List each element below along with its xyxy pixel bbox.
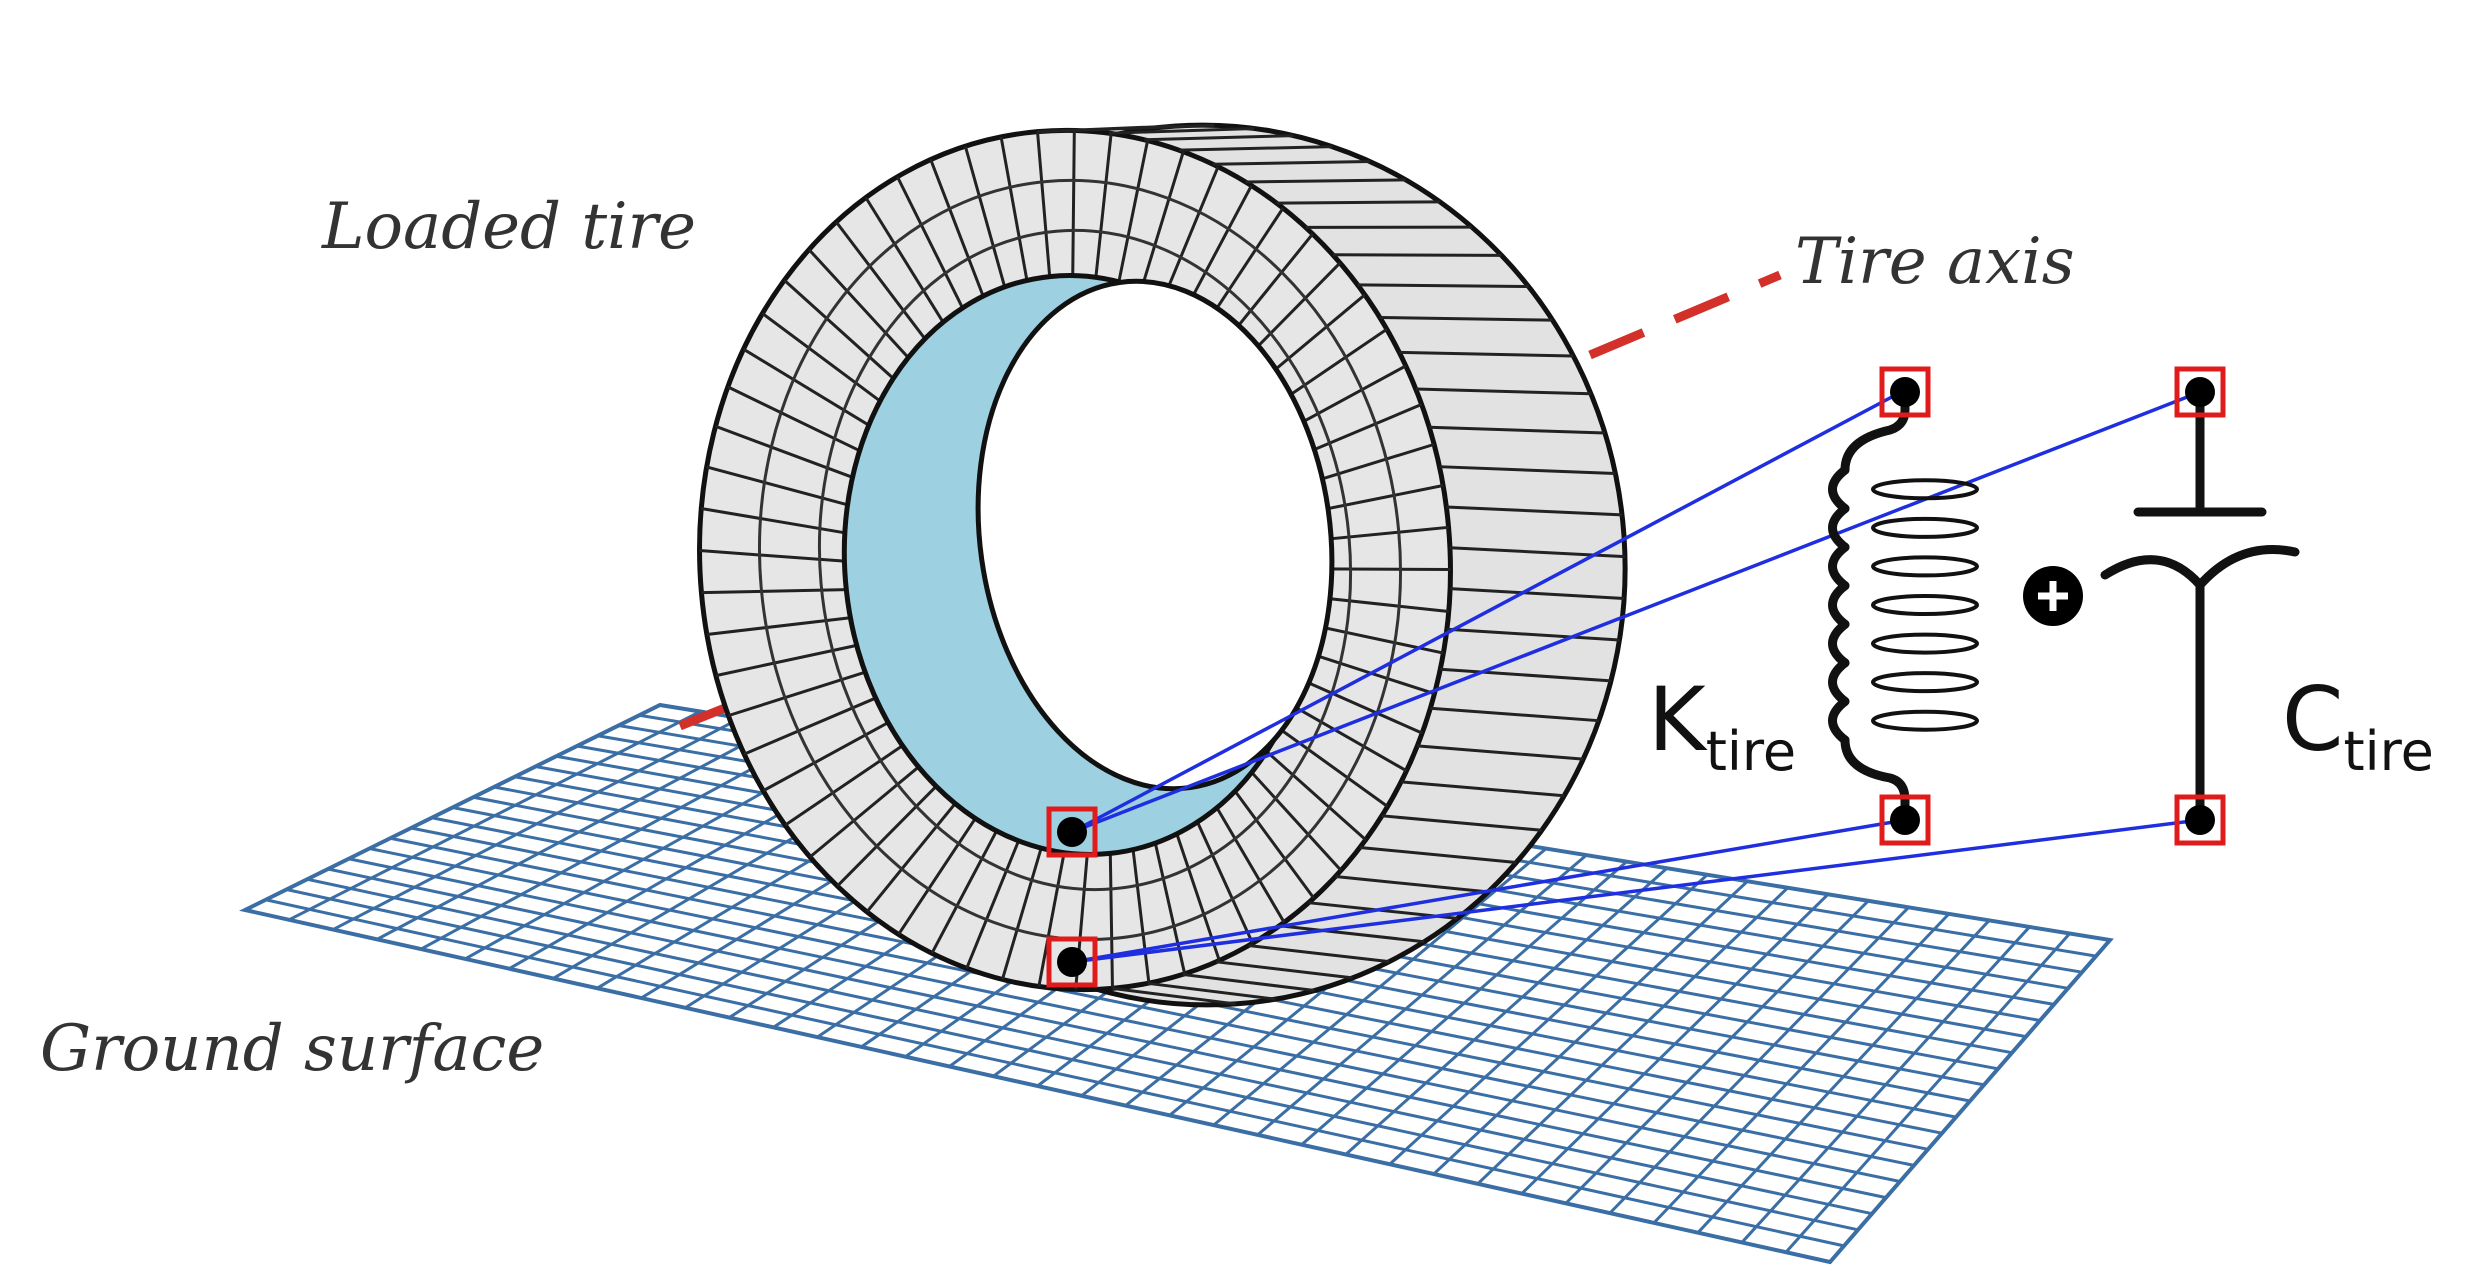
tire-axis-front [1588, 270, 1782, 360]
damper-icon [2100, 389, 2300, 825]
label-tire-axis: Tire axis [1795, 225, 2075, 299]
label-k-sub: tire [1706, 720, 1796, 783]
node-damper-top [2174, 366, 2226, 418]
node-spring-bottom [1879, 794, 1931, 846]
label-k-tire: Ktire [1648, 668, 1796, 783]
node-damper-bottom [2174, 794, 2226, 846]
connector-lines [1071, 388, 2201, 964]
label-ground-surface: Ground surface [40, 1012, 544, 1086]
node-tire-upper [1046, 806, 1098, 858]
label-c-sub: tire [2343, 720, 2433, 783]
label-c-tire: Ctire [2282, 668, 2434, 783]
spring-icon [1828, 387, 1979, 825]
label-loaded-tire: Loaded tire [321, 190, 696, 264]
node-tire-lower [1046, 936, 1098, 988]
tire [697, 122, 1628, 1008]
node-spring-top [1879, 366, 1931, 418]
label-c-main: C [2282, 668, 2343, 771]
plus-circle-icon [2023, 566, 2083, 626]
label-k-main: K [1648, 668, 1708, 771]
